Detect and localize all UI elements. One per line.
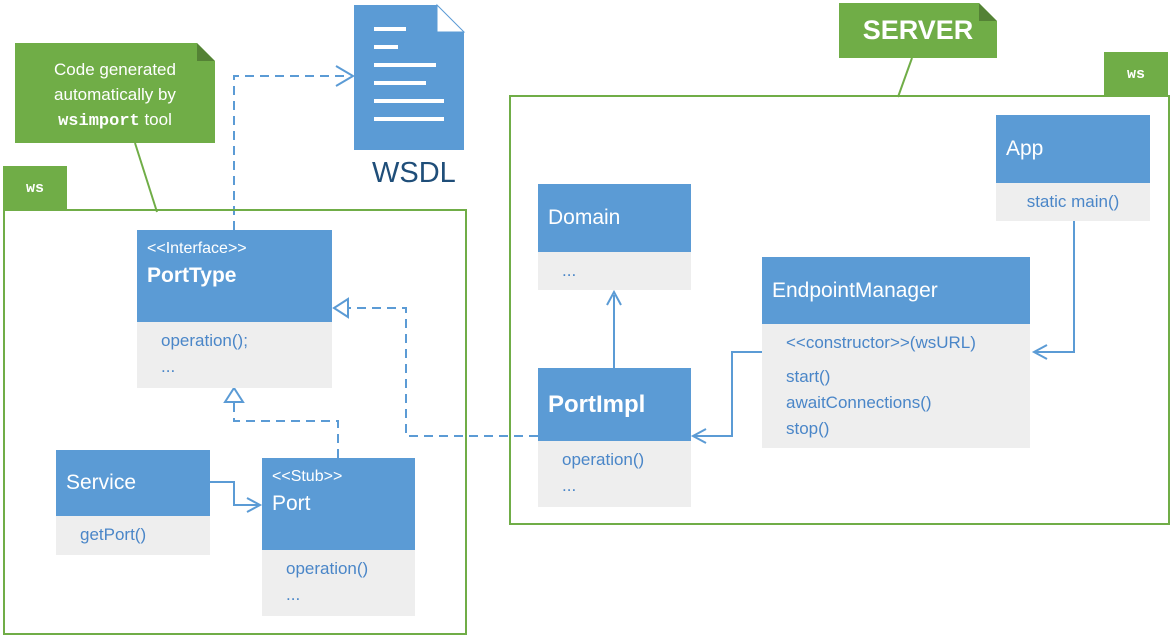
client-package-tag: ws (3, 166, 67, 210)
endpointmanager-member: stop() (786, 419, 830, 438)
app-name: App (1006, 137, 1044, 160)
porttype-stereotype: <<Interface>> (147, 240, 247, 257)
domain-member: ... (562, 261, 577, 280)
note-line-3-suffix: tool (139, 110, 172, 129)
note-line-1: Code generated (54, 60, 176, 79)
porttype-member: operation(); (161, 331, 248, 350)
server-title: SERVER (862, 15, 974, 45)
porttype-member: ... (161, 357, 176, 376)
endpointmanager-to-portimpl (694, 351, 762, 437)
portimpl-member: operation() (562, 450, 645, 469)
porttype-class: <<Interface>> PortType operation(); ... (137, 230, 332, 388)
portimpl-realizes-porttype (348, 307, 538, 437)
port-class: <<Stub>> Port operation() ... (262, 458, 415, 616)
endpointmanager-name: EndpointManager (772, 278, 938, 302)
service-name: Service (66, 471, 137, 494)
wsdl-label: WSDL (372, 157, 456, 189)
server-title-tag: SERVER (839, 3, 997, 58)
app-to-endpointmanager (1034, 220, 1075, 353)
portimpl-class: PortImpl operation() ... (538, 368, 691, 507)
porttype-name: PortType (147, 264, 237, 287)
server-package (509, 95, 1170, 525)
service-member: getPort() (80, 525, 147, 544)
portimpl-name: PortImpl (548, 390, 646, 418)
domain-class: Domain ... (538, 184, 691, 290)
endpointmanager-member: start() (786, 367, 831, 386)
note-tool-name: wsimport (58, 112, 140, 131)
port-name: Port (272, 492, 311, 515)
note-pointer (134, 142, 158, 213)
wsdl-document-icon (354, 3, 466, 150)
service-class: Service getPort() (56, 450, 210, 555)
wsimport-note: Code generated automatically by wsimport… (15, 43, 215, 143)
service-to-port (210, 481, 258, 506)
portimpl-member: ... (562, 476, 577, 495)
server-package-tag: ws (1104, 52, 1168, 96)
realization-arrowhead-port (223, 386, 245, 403)
note-line-3: wsimport tool (15, 107, 215, 134)
endpointmanager-member: awaitConnections() (786, 393, 932, 412)
endpointmanager-class: EndpointManager <<constructor>>(wsURL) s… (762, 257, 1030, 448)
port-member: operation() (286, 559, 369, 578)
port-member: ... (286, 585, 301, 604)
domain-name: Domain (548, 206, 621, 229)
app-class: App static main() (996, 115, 1150, 221)
porttype-wsdl-dependency (233, 75, 350, 230)
realization-arrowhead-portimpl (332, 297, 349, 319)
endpointmanager-constructor: <<constructor>>(wsURL) (786, 333, 976, 352)
port-stereotype: <<Stub>> (272, 468, 343, 485)
client-package (3, 209, 467, 635)
port-realizes-porttype (233, 402, 339, 458)
app-member: static main() (1026, 192, 1120, 211)
server-title-pointer (897, 57, 913, 98)
note-line-2: automatically by (54, 85, 176, 104)
